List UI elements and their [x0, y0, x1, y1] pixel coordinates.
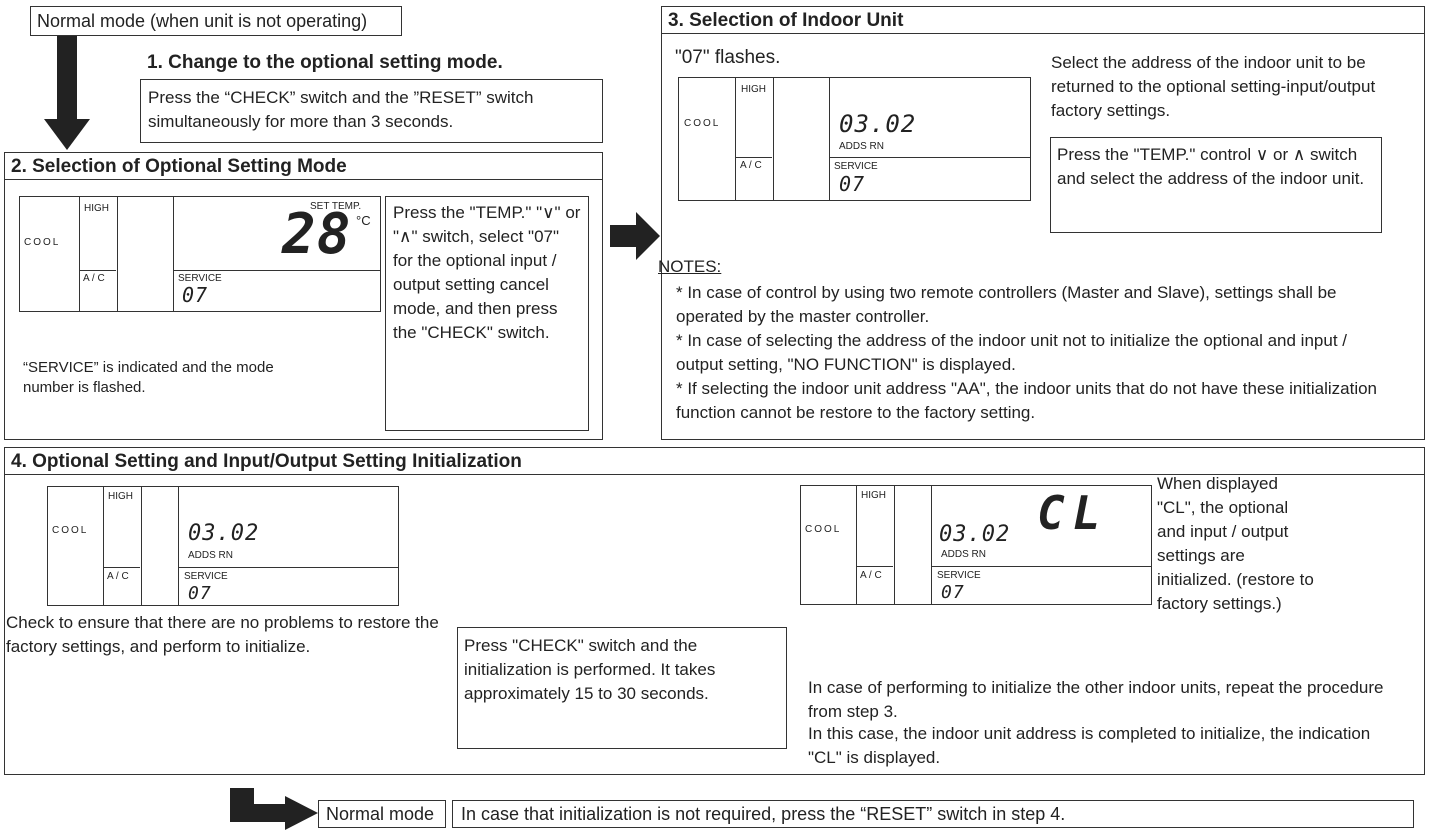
- step4-repeat-text-1: In case of performing to initialize the …: [808, 678, 1384, 721]
- normal-mode-label: Normal mode (when unit is not operating): [37, 11, 368, 31]
- lcd-address: 03.02: [839, 110, 917, 138]
- step2-lcd: COOL HIGH A / C SET TEMP. 28 °C SERVICE …: [19, 196, 381, 312]
- lcd-cool: COOL: [805, 524, 842, 535]
- step3-text: Select the address of the indoor unit to…: [1051, 53, 1376, 120]
- step1-title: 1. Change to the optional setting mode.: [147, 52, 503, 73]
- footer-text-box: In case that initialization is not requi…: [452, 800, 1414, 828]
- step2-instruction: Press the "TEMP." "∨" or "∧" switch, sel…: [393, 203, 581, 342]
- step3-note-3: * If selecting the indoor unit address "…: [676, 379, 1378, 422]
- lcd-address: 03.02: [188, 521, 260, 546]
- lcd-cool: COOL: [24, 237, 61, 248]
- step3-instruction: Press the "TEMP." control ∨ or ∧ switch …: [1057, 145, 1365, 188]
- lcd-temp: 28: [282, 202, 352, 267]
- lcd-temp-unit: °C: [356, 213, 371, 228]
- lcd-high: HIGH: [861, 490, 886, 501]
- step3-flash-label: "07" flashes.: [675, 47, 781, 68]
- footer-text: In case that initialization is not requi…: [461, 804, 1066, 824]
- lcd-service-code: 07: [182, 283, 209, 307]
- step4-lcd-left: COOL HIGH A / C 03.02 ADDS RN SERVICE 07: [47, 486, 399, 606]
- step3-lcd: COOL HIGH A / C 03.02 ADDS RN SERVICE 07: [678, 77, 1031, 201]
- lcd-service-label: SERVICE: [937, 570, 981, 581]
- step3-note-1: * In case of control by using two remote…: [676, 283, 1337, 326]
- lcd-ac: A / C: [860, 570, 882, 581]
- lcd-cl: CL: [1037, 486, 1109, 540]
- step4-cl-text: When displayed "CL", the optional and in…: [1157, 474, 1314, 613]
- lcd-adds-label: ADDS RN: [941, 549, 987, 560]
- lcd-adds-label: ADDS RN: [839, 141, 885, 152]
- lcd-high: HIGH: [108, 491, 133, 502]
- step1-box: Press the “CHECK” switch and the ”RESET”…: [140, 79, 603, 143]
- lcd-ac: A / C: [107, 571, 129, 582]
- step2-panel: 2. Selection of Optional Setting Mode CO…: [4, 152, 603, 440]
- lcd-cool: COOL: [684, 118, 721, 129]
- step4-check-text: Check to ensure that there are no proble…: [6, 613, 439, 656]
- lcd-cool: COOL: [52, 525, 89, 536]
- step4-lcd-right-display: COOL HIGH A / C 03.02 ADDS RN SERVICE 07…: [800, 485, 1152, 605]
- lcd-address: 03.02: [939, 522, 1011, 547]
- step3-panel: 3. Selection of Indoor Unit "07" flashes…: [658, 6, 1425, 440]
- step3-instruction-box: Press the "TEMP." control ∨ or ∧ switch …: [1050, 137, 1382, 233]
- footer-normal-mode: Normal mode: [326, 804, 435, 824]
- step4-title: 4. Optional Setting and Input/Output Set…: [5, 448, 1424, 475]
- footer-normal-mode-box: Normal mode: [318, 800, 446, 828]
- step4-repeat-text-2: In this case, the indoor unit address is…: [808, 724, 1371, 767]
- lcd-service-code: 07: [188, 583, 212, 604]
- lcd-service-label: SERVICE: [834, 161, 878, 172]
- lcd-ac: A / C: [83, 273, 105, 284]
- lcd-service-code: 07: [839, 172, 866, 196]
- step3-note-2: * In case of selecting the address of th…: [676, 331, 1347, 374]
- normal-mode-box: Normal mode (when unit is not operating): [30, 6, 402, 36]
- lcd-service-code: 07: [941, 582, 965, 603]
- step1-text: Press the “CHECK” switch and the ”RESET”…: [148, 88, 534, 131]
- step3-notes-title: NOTES:: [658, 257, 722, 276]
- step2-instruction-box: Press the "TEMP." "∨" or "∧" switch, sel…: [385, 196, 589, 431]
- lcd-service-label: SERVICE: [178, 273, 222, 284]
- step3-title: 3. Selection of Indoor Unit: [662, 7, 1424, 34]
- step4-press-box: Press "CHECK" switch and the initializat…: [457, 627, 787, 749]
- step2-note: “SERVICE” is indicated and the mode numb…: [23, 359, 274, 396]
- step2-title: 2. Selection of Optional Setting Mode: [5, 153, 602, 180]
- step4-press-text: Press "CHECK" switch and the initializat…: [464, 636, 716, 703]
- lcd-high: HIGH: [741, 84, 766, 95]
- lcd-service-label: SERVICE: [184, 571, 228, 582]
- lcd-ac: A / C: [740, 160, 762, 171]
- lcd-adds-label: ADDS RN: [188, 550, 234, 561]
- lcd-set-temp-label: SET TEMP.: [310, 201, 362, 212]
- lcd-high: HIGH: [84, 203, 109, 214]
- step4-panel: 4. Optional Setting and Input/Output Set…: [4, 447, 1425, 775]
